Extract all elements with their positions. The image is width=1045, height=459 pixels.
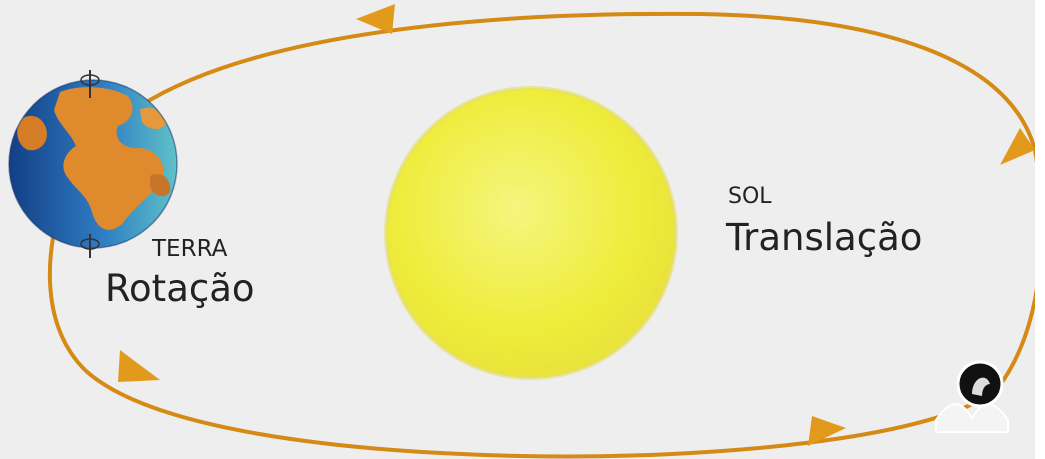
earth-name-label: TERRA: [152, 238, 227, 261]
image-border: [1035, 0, 1045, 459]
earth-motion-label: Rotação: [105, 270, 255, 307]
sun-name-label: SOL: [728, 186, 772, 208]
orbit-arrow-bottom-left: [118, 350, 160, 382]
earth: [9, 80, 177, 248]
sun-motion-label: Translação: [726, 219, 922, 256]
reader-logo-icon: [936, 362, 1008, 432]
orbit-arrow-top: [356, 4, 395, 34]
